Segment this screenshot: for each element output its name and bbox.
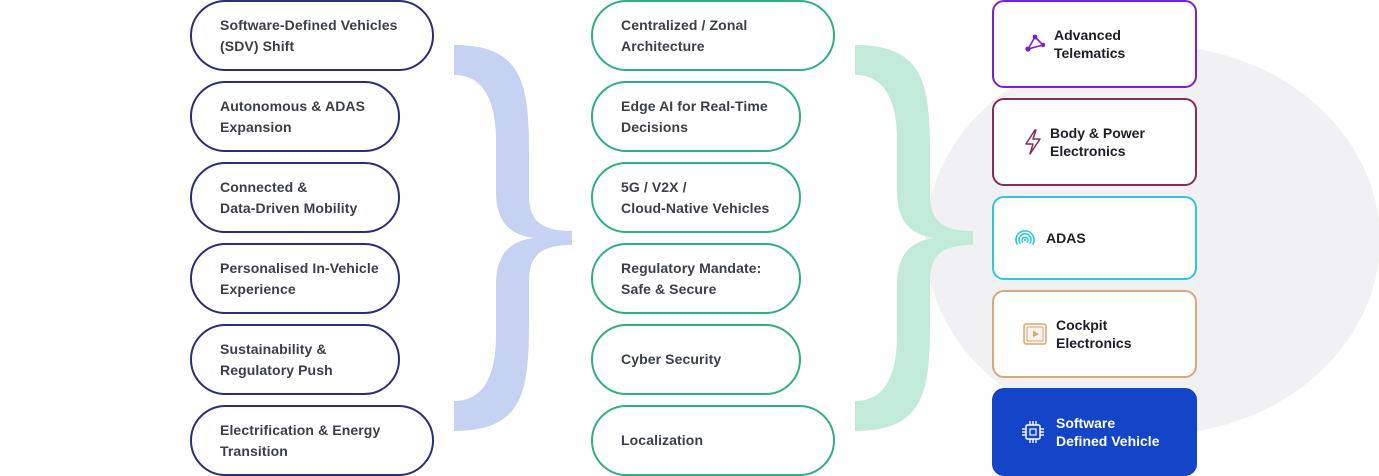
- lightning-icon: [1020, 129, 1046, 155]
- driver-pill-electrification: Electrification & Energy Transition: [190, 405, 434, 476]
- domain-card-adas: ADAS: [992, 196, 1197, 280]
- chip-icon: [1020, 419, 1046, 445]
- driver-pill-connected-mobility: Connected & Data-Driven Mobility: [190, 162, 400, 233]
- telematics-icon: [1022, 31, 1048, 57]
- domain-label: ADAS: [1046, 230, 1086, 246]
- driver-label: Software-Defined Vehicles (SDV) Shift: [220, 16, 398, 54]
- domain-label: Cockpit Electronics: [1056, 317, 1132, 351]
- left-brace: [454, 45, 572, 431]
- domain-card-body-power-electronics: Body & Power Electronics: [992, 98, 1197, 186]
- driver-pill-personalised-experience: Personalised In-Vehicle Experience: [190, 243, 400, 314]
- right-brace: [855, 45, 973, 431]
- driver-pill-autonomous-adas: Autonomous & ADAS Expansion: [190, 81, 400, 152]
- domain-card-advanced-telematics: Advanced Telematics: [992, 0, 1197, 88]
- domain-label: Software Defined Vehicle: [1056, 415, 1160, 449]
- domain-label: Advanced Telematics: [1054, 27, 1126, 61]
- play-screen-icon: [1022, 321, 1048, 347]
- enabler-pill-5g-v2x: 5G / V2X / Cloud-Native Vehicles: [591, 162, 801, 233]
- enabler-pill-edge-ai: Edge AI for Real-Time Decisions: [591, 81, 801, 152]
- driver-label: Sustainability & Regulatory Push: [220, 340, 333, 378]
- driver-pill-sdv-shift: Software-Defined Vehicles (SDV) Shift: [190, 0, 434, 71]
- driver-label: Connected & Data-Driven Mobility: [220, 178, 358, 216]
- enabler-label: Cyber Security: [621, 351, 722, 367]
- domain-card-software-defined-vehicle: Software Defined Vehicle: [992, 388, 1197, 476]
- fingerprint-radar-icon: [1012, 225, 1038, 251]
- enabler-label: Edge AI for Real-Time Decisions: [621, 97, 768, 135]
- domain-label: Body & Power Electronics: [1050, 125, 1145, 159]
- driver-label: Autonomous & ADAS Expansion: [220, 97, 366, 135]
- enabler-label: Regulatory Mandate: Safe & Secure: [621, 259, 762, 297]
- domain-card-cockpit-electronics: Cockpit Electronics: [992, 290, 1197, 378]
- driver-pill-sustainability: Sustainability & Regulatory Push: [190, 324, 400, 395]
- driver-label: Personalised In-Vehicle Experience: [220, 259, 379, 297]
- enabler-label: Centralized / Zonal Architecture: [621, 16, 748, 54]
- enabler-label: 5G / V2X / Cloud-Native Vehicles: [621, 178, 770, 216]
- enabler-pill-regulatory-mandate: Regulatory Mandate: Safe & Secure: [591, 243, 801, 314]
- driver-label: Electrification & Energy Transition: [220, 421, 381, 459]
- enabler-pill-cyber-security: Cyber Security: [591, 324, 801, 395]
- enabler-pill-localization: Localization: [591, 405, 835, 476]
- enabler-label: Localization: [621, 432, 704, 448]
- enabler-pill-zonal-architecture: Centralized / Zonal Architecture: [591, 0, 835, 71]
